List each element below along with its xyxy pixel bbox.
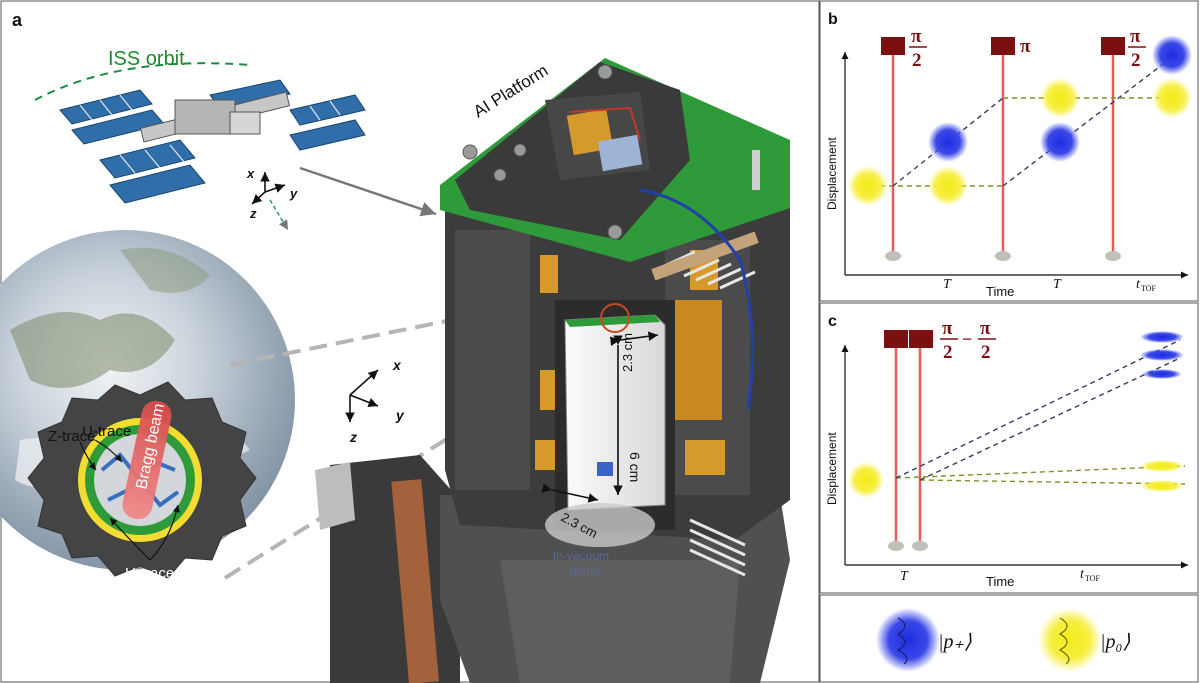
panel-c-xlabel: Time <box>986 574 1014 589</box>
panel-b-xlabel: Time <box>986 284 1014 299</box>
frame-axis-z: z <box>349 429 357 445</box>
panel-a: a ISS orbit <box>0 0 820 683</box>
b-mirror-2 <box>995 251 1011 261</box>
h-traces-label: H-traces <box>125 565 182 582</box>
c-pulse-den1: 2 <box>943 342 953 363</box>
b-pulse-2 <box>991 37 1015 55</box>
iss-orbit-label: ISS orbit <box>108 48 185 70</box>
z-trace-label: Z-trace <box>48 428 96 445</box>
c-atom-plus-end-3 <box>1142 369 1182 379</box>
frame-axis-y: y <box>395 407 405 423</box>
b-pulse-3 <box>1101 37 1125 55</box>
iss-axis-x: x <box>246 166 255 181</box>
c-path-plus-1 <box>895 339 1181 479</box>
b-tick-t2: T <box>1053 277 1062 292</box>
b-atom-plus-3 <box>1152 35 1192 75</box>
b-atom-p0-4 <box>1152 78 1192 118</box>
legend-p-zero-swatch <box>1038 608 1102 672</box>
b-pulse-3-num: π <box>1130 26 1141 47</box>
b-pulse-1-den: 2 <box>912 50 922 71</box>
legend-p-plus-swatch <box>876 608 940 672</box>
b-pulse-1 <box>881 37 905 55</box>
u-trace-label: U-trace <box>82 423 131 440</box>
b-tick-tof: t <box>1136 277 1141 292</box>
mirror-label-line1: In-vacuum <box>553 549 609 563</box>
b-mirror-3 <box>1105 251 1121 261</box>
dimension-arrows <box>541 331 659 503</box>
b-path-plus-lower <box>1002 54 1176 187</box>
legend-p-zero-wave <box>1058 617 1070 665</box>
b-tick-t1: T <box>943 277 952 292</box>
panel-b: b Displacement Time π 2 π π 2 <box>819 0 1199 302</box>
b-atom-p0-2 <box>928 166 968 206</box>
chip-inset: Bragg beam <box>27 381 257 579</box>
c-atom-plus-end-2 <box>1140 349 1184 361</box>
b-path-plus-upper <box>892 97 1004 187</box>
c-path-plus-2 <box>919 357 1181 481</box>
b-pulse-1-num: π <box>911 26 922 47</box>
c-pulse-den2: 2 <box>981 342 991 363</box>
dim-height: 6 cm <box>627 452 643 482</box>
c-atom-p0-start <box>848 462 884 498</box>
c-pulse-num2: π <box>980 318 991 339</box>
c-path-p0-1 <box>895 465 1186 479</box>
frame-axis-x: x <box>392 357 402 373</box>
panel-c-letter: c <box>828 313 837 330</box>
mirror-label-line2: mirror <box>570 564 601 578</box>
legend-panel: |p₊⟩ |p₀⟩ <box>819 594 1199 683</box>
c-pulse-1 <box>884 330 908 348</box>
c-mirror-1 <box>888 541 904 551</box>
panel-b-ylabel: Displacement <box>825 137 839 210</box>
iss-axes <box>251 172 286 205</box>
b-mirror-1 <box>885 251 901 261</box>
iss-trajectory-arrow <box>269 199 289 231</box>
panel-c-ylabel: Displacement <box>825 432 839 505</box>
c-atom-plus-end-1 <box>1140 331 1184 343</box>
c-tick-tof: t <box>1080 567 1085 582</box>
b-pulse-2-num: π <box>1020 36 1031 57</box>
b-pulse-3-den: 2 <box>1131 50 1141 71</box>
frame-axes <box>345 369 379 422</box>
b-atom-p0-1 <box>848 166 888 206</box>
c-pulse-minus: − <box>962 329 972 349</box>
iss-axis-y: y <box>289 186 298 201</box>
b-atom-plus-2 <box>1040 122 1080 162</box>
c-tick-t: T <box>900 569 909 584</box>
iss-orbit-path <box>34 62 251 101</box>
c-atom-p0-end-2 <box>1140 480 1184 492</box>
iss-axis-z: z <box>249 206 257 221</box>
c-pulse-num1: π <box>942 318 953 339</box>
dim-width-top: 2.3 cm <box>620 333 635 372</box>
panel-a-letter: a <box>12 10 23 30</box>
c-atom-p0-end-1 <box>1140 460 1184 472</box>
panel-c-frame <box>819 302 1199 594</box>
c-mirror-2 <box>912 541 928 551</box>
c-path-p0-2 <box>919 479 1186 485</box>
panel-c: c Displacement Time π 2 − π 2 <box>819 302 1199 594</box>
iss-station <box>59 79 366 204</box>
legend-p-plus-label: |p₊⟩ <box>938 631 972 653</box>
b-atom-plus-1 <box>928 122 968 162</box>
b-tick-tof-sub: TOF <box>1141 284 1157 293</box>
c-pulse-2 <box>909 330 933 348</box>
apparatus <box>315 58 790 683</box>
b-atom-p0-3 <box>1040 78 1080 118</box>
c-tick-tof-sub: TOF <box>1085 574 1101 583</box>
legend-p-plus-wave <box>896 617 908 665</box>
iss-to-platform-arrow <box>299 166 437 217</box>
panel-b-letter: b <box>828 11 838 28</box>
legend-p-zero-label: |p₀⟩ <box>1100 631 1130 653</box>
